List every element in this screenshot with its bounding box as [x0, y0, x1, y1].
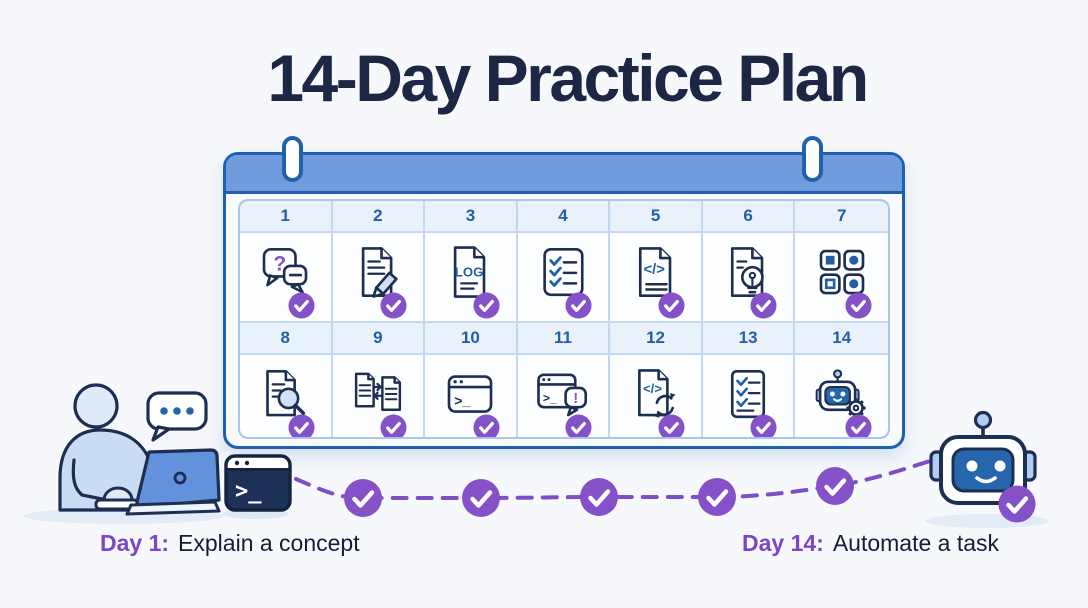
day-6-cell [703, 233, 796, 321]
document-search-icon [266, 369, 306, 417]
day1-prefix: Day 1: [100, 530, 170, 556]
prompt-glyph: >_ [235, 479, 262, 504]
terminal-start-icon: >_ [223, 454, 292, 519]
document-edit-icon [361, 247, 398, 298]
day-number: 8 [240, 323, 333, 353]
calendar: 1 2 3 4 5 6 7 ? [223, 136, 905, 449]
day-10-cell: >_ [425, 355, 518, 437]
person-icon [58, 383, 161, 512]
shapes-grid-icon [819, 249, 865, 295]
day-number: 13 [703, 323, 796, 353]
week1-number-row: 1 2 3 4 5 6 7 [240, 201, 888, 233]
binder-ring-icon [282, 136, 303, 182]
idea-file-icon [731, 247, 764, 297]
day-1-cell: ? [240, 233, 333, 321]
day-number: 7 [836, 206, 847, 225]
checkpoint-icon [462, 479, 500, 517]
checkpoint-icon [816, 467, 854, 505]
robot-gear-icon [815, 369, 866, 418]
page-title: 14-Day Practice Plan [267, 41, 869, 115]
checkpoint-icon [698, 478, 736, 516]
day14-text: Automate a task [832, 530, 1000, 556]
robot [925, 410, 1049, 528]
day-9-cell [333, 355, 426, 437]
day-13-cell [703, 355, 796, 437]
day-14-cell [795, 355, 888, 437]
code-refresh-icon: </> [637, 369, 676, 418]
day-number: 1 [240, 201, 333, 231]
day-number: 9 [333, 323, 426, 353]
exclamation-glyph: ! [573, 391, 578, 407]
terminal-icon: >_ [448, 375, 493, 413]
check-badge-icon [750, 414, 777, 437]
check-badge-icon [380, 414, 407, 437]
check-badge-icon [473, 292, 500, 319]
robot-icon [929, 410, 1037, 505]
day-number: 11 [518, 323, 611, 353]
check-badge-icon [380, 292, 407, 319]
day-8-cell [240, 355, 333, 437]
speech-bubble-icon [146, 391, 208, 442]
day-7-cell [795, 233, 888, 321]
day1-caption: Day 1: Explain a concept [100, 530, 360, 557]
day-2-cell [333, 233, 426, 321]
day-3-cell: LOG [425, 233, 518, 321]
check-badge-icon [565, 292, 592, 319]
question-glyph: ? [274, 252, 287, 275]
checklist-doc-icon [731, 369, 766, 419]
day-number: 10 [425, 323, 518, 353]
terminal-alert-icon: >_ ! [537, 373, 588, 417]
dashed-path [294, 457, 938, 500]
laptop-icon [125, 448, 221, 516]
checklist-icon [543, 247, 584, 297]
check-badge-icon [565, 414, 592, 437]
week1-icon-row: ? [240, 233, 888, 323]
day-11-cell: >_ ! [518, 355, 611, 437]
check-badge-icon [658, 292, 685, 319]
prompt-glyph: >_ [543, 391, 557, 405]
log-glyph: LOG [455, 264, 483, 279]
code-glyph: </> [643, 262, 665, 278]
day-number: 5 [610, 201, 703, 231]
day-4-cell [518, 233, 611, 321]
check-badge-icon [473, 414, 500, 437]
week2-number-row: 8 9 10 11 12 13 14 [240, 323, 888, 355]
chat-question-icon: ? [262, 247, 308, 294]
day-number: 2 [333, 201, 426, 231]
log-file-icon: LOG [454, 246, 486, 298]
prompt-glyph: >_ [455, 392, 471, 408]
binder-ring-icon [802, 136, 823, 182]
day1-text: Explain a concept [178, 530, 360, 556]
day-number: 6 [703, 201, 796, 231]
gear-icon [846, 398, 866, 418]
check-badge-icon [288, 414, 315, 437]
checkpoint-icon [580, 478, 618, 516]
check-badge-icon [845, 292, 872, 319]
calendar-grid: 1 2 3 4 5 6 7 ? [238, 199, 890, 439]
calendar-header-bar [226, 155, 902, 194]
day-5-cell: </> [610, 233, 703, 321]
document-compare-icon [354, 372, 401, 411]
code-file-icon: </> [638, 247, 671, 297]
checkpoint-icon [344, 479, 382, 517]
day-number: 12 [610, 323, 703, 353]
check-badge-icon [750, 292, 777, 319]
check-badge-icon [998, 485, 1036, 523]
check-badge-icon [845, 414, 872, 437]
day-number: 14 [832, 328, 852, 347]
day-12-cell: </> [610, 355, 703, 437]
day-number: 4 [518, 201, 611, 231]
person-at-laptop [23, 383, 223, 524]
week2-icon-row: >_ >_ ! [240, 355, 888, 437]
day-number: 3 [425, 201, 518, 231]
check-badge-icon [288, 292, 315, 319]
day14-prefix: Day 14: [742, 530, 824, 556]
day14-caption: Day 14: Automate a task [742, 530, 999, 557]
check-badge-icon [658, 414, 685, 437]
code-glyph: </> [643, 381, 662, 396]
